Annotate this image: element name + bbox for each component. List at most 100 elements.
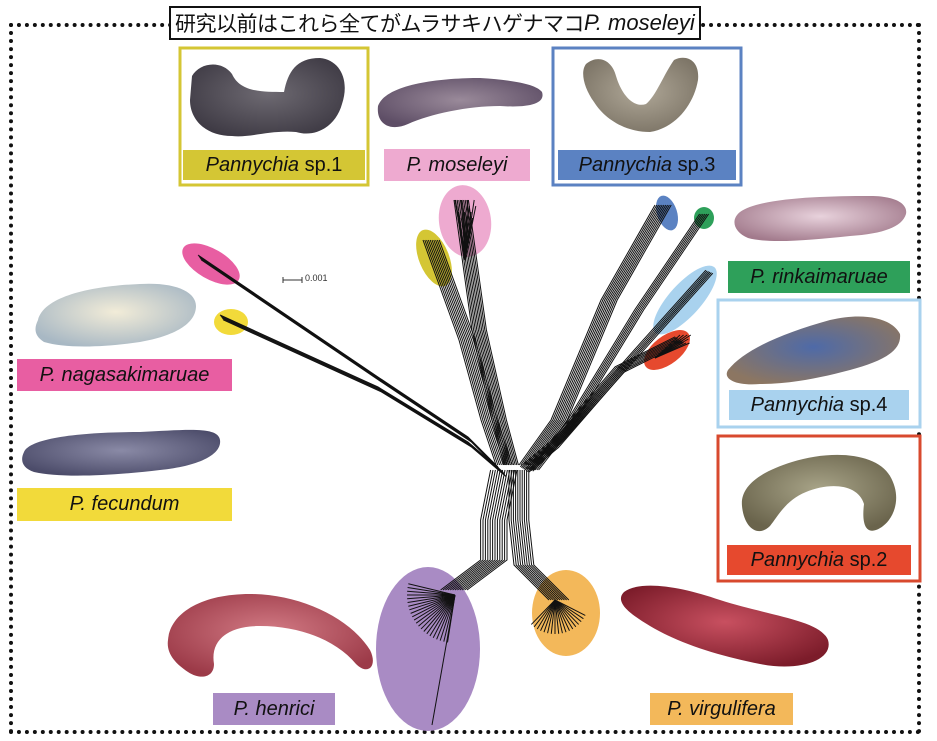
network-edge xyxy=(440,469,492,591)
label-p-henrici: P. henrici xyxy=(213,693,335,725)
specimen-photo-sp4 xyxy=(726,316,901,385)
network-edge xyxy=(525,204,663,466)
network-edge xyxy=(523,470,565,601)
label-pannychia-sp4: Pannychia sp.4 xyxy=(729,390,909,420)
label-suffix: sp.4 xyxy=(844,393,888,416)
network-edge xyxy=(520,204,658,466)
network-edge xyxy=(431,594,456,726)
network-edge xyxy=(410,594,456,614)
network-edge xyxy=(554,599,584,620)
network-edge xyxy=(466,469,518,591)
specimen-photo-virgulifera xyxy=(620,585,829,667)
network-edge xyxy=(464,205,477,261)
network-edge xyxy=(418,594,456,627)
network-edge xyxy=(407,586,456,596)
network-edge xyxy=(530,599,556,625)
network-edge xyxy=(519,470,561,601)
network-edge xyxy=(456,199,508,466)
network-edge xyxy=(412,594,456,618)
network-edge xyxy=(523,204,661,466)
network-edge xyxy=(459,199,511,466)
network-edge xyxy=(461,199,513,466)
network-edge xyxy=(436,594,456,640)
network-edge xyxy=(220,315,505,474)
scale-bar-label: 0.001 xyxy=(305,273,328,283)
network-edge xyxy=(420,594,456,630)
network-edge xyxy=(531,204,669,466)
network-edge xyxy=(528,470,570,601)
network-edge xyxy=(510,470,552,601)
network-edge xyxy=(447,469,499,591)
label-p-moseleyi: P. moseleyi xyxy=(384,149,530,181)
network-edge xyxy=(449,469,501,591)
network-edge xyxy=(200,259,502,473)
network-edge xyxy=(533,599,556,628)
network-edge xyxy=(407,590,456,596)
network-lines xyxy=(197,199,714,726)
network-edge xyxy=(408,594,456,607)
network-edge xyxy=(524,339,681,471)
network-edge xyxy=(529,204,667,466)
label-suffix: sp.3 xyxy=(672,153,716,176)
clade-ellipse-sp1 xyxy=(416,229,452,287)
network-edge xyxy=(525,340,682,472)
network-edge xyxy=(458,199,510,466)
label-genus: Pannychia xyxy=(750,548,845,571)
network-edge xyxy=(654,342,690,359)
network-edge xyxy=(508,470,550,601)
network-edge xyxy=(452,469,504,591)
label-pannychia-sp1: Pannychia sp.1 xyxy=(183,150,365,180)
network-edge xyxy=(554,599,563,634)
network-edge xyxy=(554,599,574,630)
network-edge xyxy=(547,599,556,634)
network-edge xyxy=(426,594,456,635)
label-species: P. nagasakimaruae xyxy=(39,363,210,386)
label-species: P. virgulifera xyxy=(667,697,776,720)
label-pannychia-sp3: Pannychia sp.3 xyxy=(558,150,736,180)
specimen-photo-sp1 xyxy=(190,58,345,137)
specimen-photo-rinkaimaruae xyxy=(734,196,907,242)
network-edge xyxy=(526,470,567,601)
network-edge xyxy=(439,594,456,641)
title-species: P. moseleyi xyxy=(583,10,695,35)
network-edge xyxy=(522,204,660,466)
network-edge xyxy=(464,469,516,591)
network-edge xyxy=(442,469,494,591)
label-species: P. moseleyi xyxy=(406,153,508,176)
network-edge xyxy=(519,336,676,468)
specimen-photo-sp2 xyxy=(741,454,897,532)
network-edge xyxy=(461,469,513,591)
network-edge xyxy=(457,469,508,591)
network-edge xyxy=(523,338,680,470)
network-edge xyxy=(464,199,516,466)
network-edge xyxy=(429,594,456,637)
network-edge xyxy=(407,594,456,604)
label-species: P. rinkaimaruae xyxy=(750,265,888,288)
network-edge xyxy=(429,239,504,466)
network-edge xyxy=(445,469,496,591)
network-edge xyxy=(540,599,556,631)
specimen-photo-fecundum xyxy=(22,429,221,476)
network-edge xyxy=(527,341,683,472)
network-edge xyxy=(517,470,559,601)
label-pannychia-sp2: Pannychia sp.2 xyxy=(727,545,911,575)
label-p-rinkaimaruae: P. rinkaimaruae xyxy=(728,261,910,293)
network-edge xyxy=(221,316,505,475)
network-edge xyxy=(527,204,665,466)
network-edge xyxy=(467,199,519,466)
label-p-virgulifera: P. virgulifera xyxy=(650,693,793,725)
clade-ellipse-henrici xyxy=(376,567,480,731)
network-edge xyxy=(407,594,456,600)
network-edge xyxy=(455,199,507,466)
network-edge xyxy=(554,599,577,628)
network-edge xyxy=(554,599,580,625)
specimen-photo-sp3 xyxy=(583,57,699,132)
network-edge xyxy=(422,239,497,466)
specimen-photo-henrici xyxy=(167,594,373,677)
network-edge xyxy=(554,599,570,631)
network-edge xyxy=(466,199,518,466)
label-p-nagasakimaruae: P. nagasakimaruae xyxy=(17,359,232,391)
label-p-fecundum: P. fecundum xyxy=(17,488,232,521)
network-edge xyxy=(432,594,456,638)
